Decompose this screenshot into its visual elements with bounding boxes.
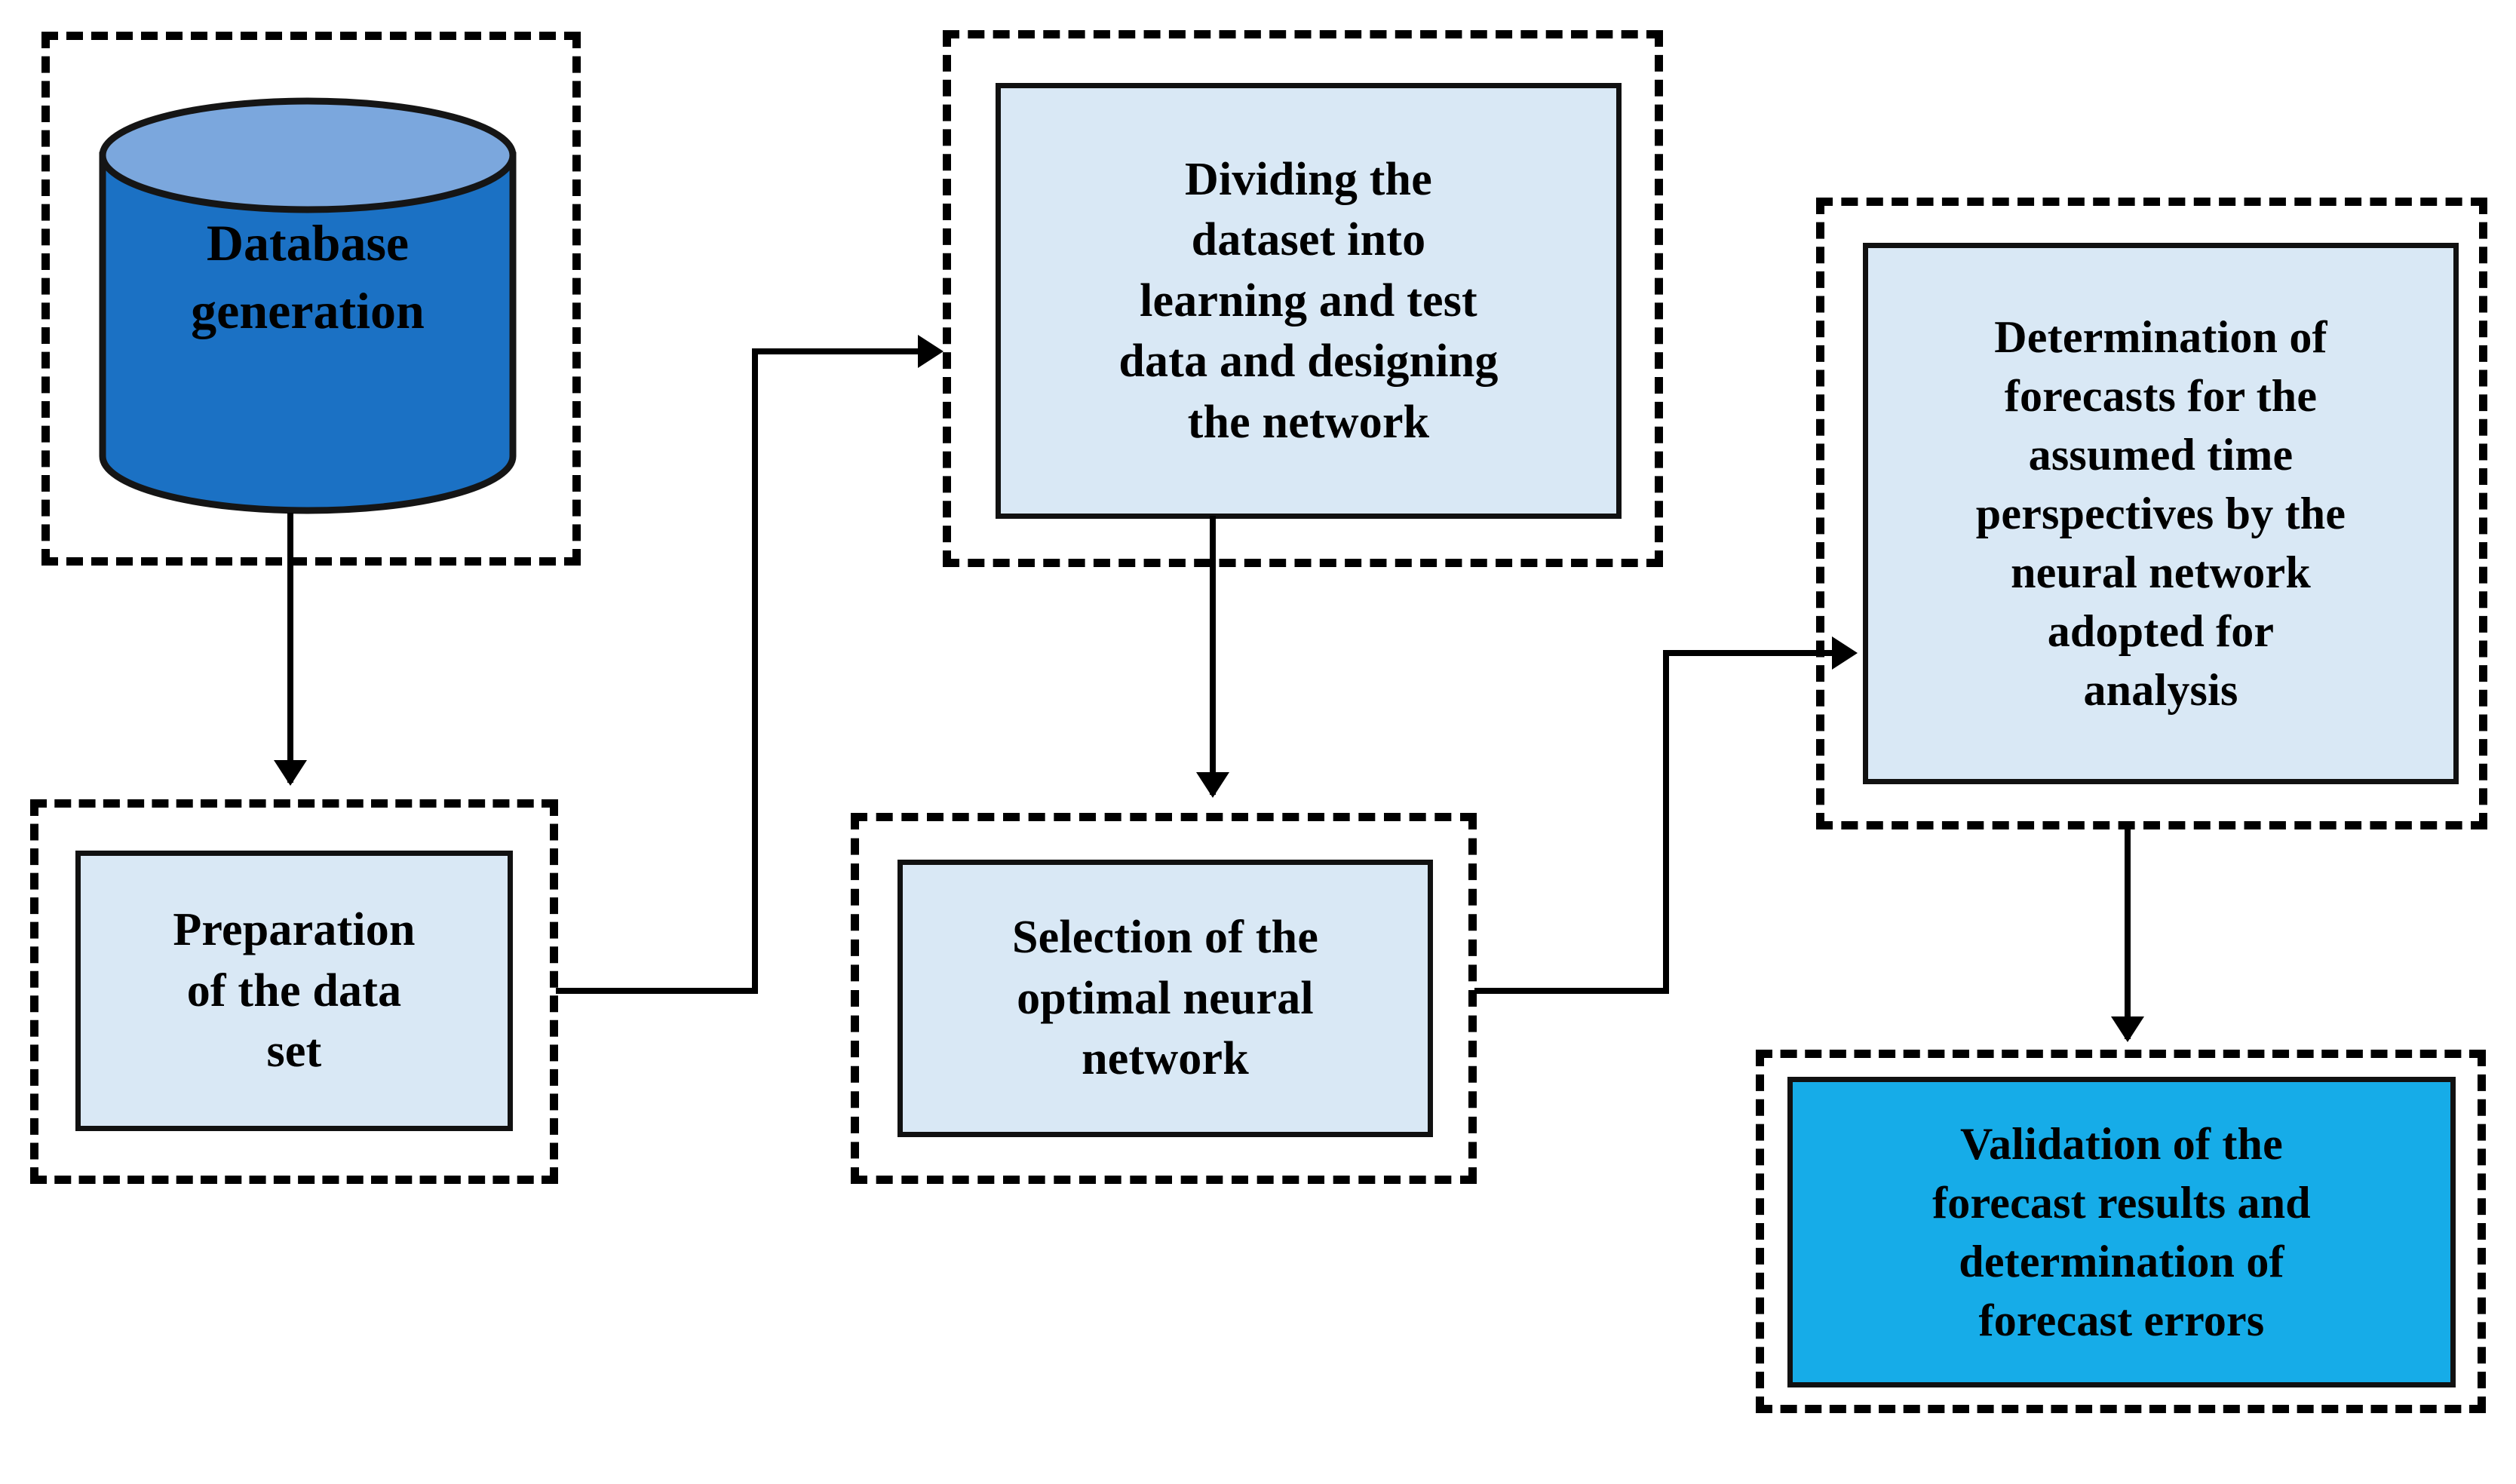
edge-db-to-prep-line bbox=[287, 513, 293, 783]
dividing-line-2: dataset into bbox=[1191, 214, 1426, 266]
dividing-dataset-label: Dividing the dataset into learning and t… bbox=[1118, 149, 1498, 453]
edge-selection-to-determination-seg-v bbox=[1663, 650, 1669, 994]
validation-line-2: forecast results and bbox=[1932, 1178, 2311, 1228]
selection-line-2: optimal neural bbox=[1017, 972, 1314, 1024]
dividing-line-5: the network bbox=[1187, 396, 1430, 448]
preparation-line-2: of the data bbox=[186, 964, 402, 1016]
preparation-line-1: Preparation bbox=[173, 904, 416, 956]
determination-line-2: forecasts for the bbox=[2004, 371, 2318, 421]
validation-line-1: Validation of the bbox=[1960, 1119, 2283, 1169]
determination-line-1: Determination of bbox=[1994, 312, 2327, 362]
box-preparation-of-data-set[interactable]: Preparation of the data set bbox=[75, 851, 513, 1131]
preparation-line-3: set bbox=[266, 1026, 322, 1078]
edge-prep-to-dividing-arrowhead bbox=[918, 335, 944, 368]
edge-determination-to-validation-line bbox=[2125, 829, 2131, 1039]
edge-selection-to-determination-seg-h2 bbox=[1663, 650, 1838, 656]
box-selection-optimal-network[interactable]: Selection of the optimal neural network bbox=[897, 860, 1433, 1137]
edge-dividing-to-selection-arrowhead bbox=[1196, 772, 1229, 798]
edge-determination-to-validation-arrowhead bbox=[2111, 1016, 2144, 1042]
edge-prep-to-dividing-seg-h1 bbox=[556, 988, 758, 994]
validation-line-4: forecast errors bbox=[1978, 1295, 2265, 1345]
determination-line-5: neural network bbox=[2011, 547, 2311, 597]
determination-line-4: perspectives by the bbox=[1975, 489, 2346, 538]
selection-line-1: Selection of the bbox=[1011, 912, 1319, 964]
determination-of-forecasts-label: Determination of forecasts for the assum… bbox=[1976, 308, 2346, 719]
selection-optimal-network-label: Selection of the optimal neural network bbox=[1012, 907, 1318, 1090]
box-determination-of-forecasts[interactable]: Determination of forecasts for the assum… bbox=[1863, 243, 2459, 784]
group-validation-of-forecast-results bbox=[1756, 1050, 2486, 1413]
determination-line-3: assumed time bbox=[2028, 430, 2294, 480]
selection-line-3: network bbox=[1082, 1033, 1249, 1085]
group-determination-of-forecasts bbox=[1816, 198, 2487, 829]
determination-line-6: adopted for bbox=[2047, 606, 2275, 656]
dividing-line-3: learning and test bbox=[1140, 274, 1477, 327]
edge-dividing-to-selection-line bbox=[1210, 516, 1216, 795]
validation-of-forecast-results-label: Validation of the forecast results and d… bbox=[1932, 1115, 2311, 1350]
group-preparation-of-data-set bbox=[30, 799, 558, 1184]
database-generation-cylinder[interactable]: Database generation bbox=[97, 97, 519, 515]
preparation-of-data-set-label: Preparation of the data set bbox=[173, 900, 415, 1082]
edge-selection-to-determination-arrowhead bbox=[1832, 636, 1858, 670]
edge-prep-to-dividing-seg-h2 bbox=[752, 348, 924, 354]
group-database-generation bbox=[41, 32, 581, 566]
dividing-line-4: data and designing bbox=[1118, 336, 1499, 388]
edge-db-to-prep-arrowhead bbox=[274, 760, 307, 786]
box-dividing-dataset[interactable]: Dividing the dataset into learning and t… bbox=[996, 83, 1622, 519]
validation-line-3: determination of bbox=[1959, 1237, 2284, 1286]
edge-prep-to-dividing-seg-v bbox=[752, 348, 758, 994]
group-selection-optimal-network bbox=[851, 813, 1477, 1184]
box-validation-of-forecast-results[interactable]: Validation of the forecast results and d… bbox=[1787, 1077, 2456, 1387]
edge-selection-to-determination-seg-h1 bbox=[1474, 988, 1669, 994]
determination-line-7: analysis bbox=[2083, 665, 2238, 715]
cylinder-shape bbox=[99, 97, 517, 514]
dividing-line-1: Dividing the bbox=[1185, 153, 1432, 205]
group-dividing-dataset bbox=[943, 30, 1663, 567]
